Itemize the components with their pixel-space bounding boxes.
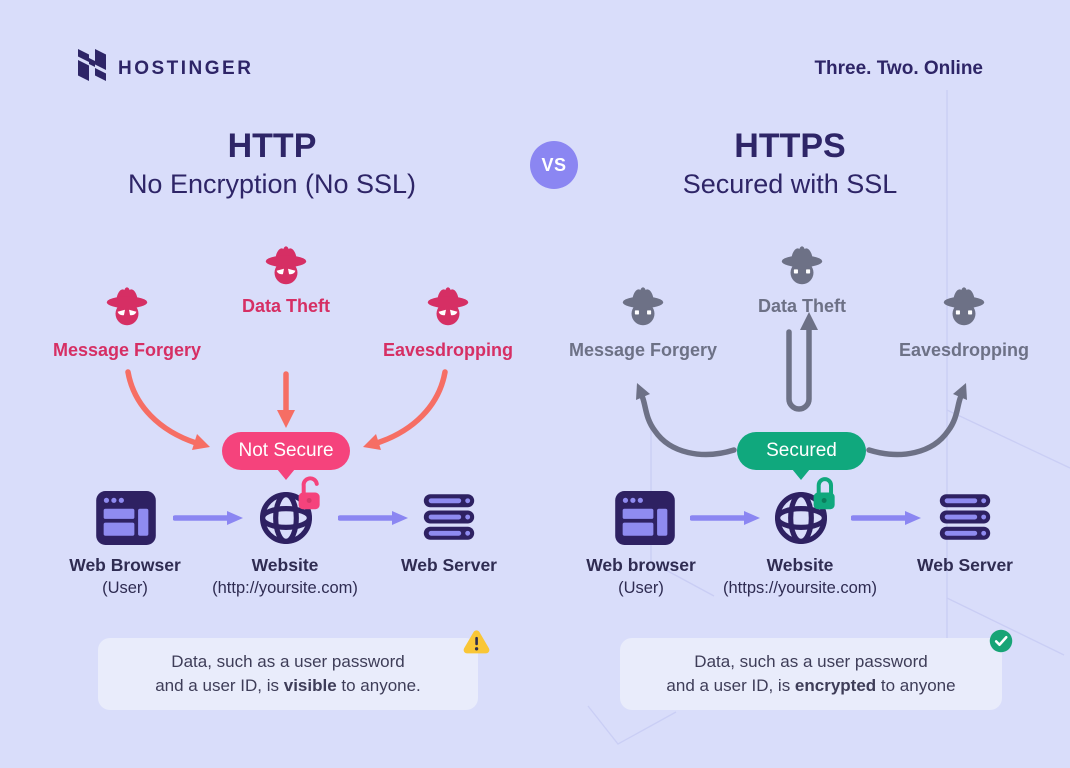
spy-hat-icon: [427, 287, 469, 326]
check-circle-icon: [989, 629, 1013, 653]
note-card-https: Data, such as a user password and a user…: [620, 638, 1002, 710]
note-line-2: and a user ID, is encrypted to anyone: [666, 676, 956, 695]
note-line-1: Data, such as a user password: [171, 652, 405, 671]
note-line-2: and a user ID, is visible to anyone.: [155, 676, 421, 695]
spy-hat-icon: [943, 287, 985, 326]
note-line-1: Data, such as a user password: [694, 652, 928, 671]
secured-badge-tail: [792, 469, 810, 480]
device-sublabel: (User): [102, 579, 148, 597]
deflected-arrows: [636, 312, 967, 458]
device-label: Web Browser: [69, 555, 181, 575]
tagline-text: Three. Two. Online: [814, 58, 983, 79]
server-stack-icon: [939, 494, 991, 540]
not-secure-badge: Not Secure: [222, 432, 350, 470]
threat-label-data-theft: Data Theft: [241, 296, 331, 316]
web-browser-icon: [615, 491, 675, 545]
device-label: Web Server: [917, 555, 1013, 575]
http-heading: HTTP No Encryption (No SSL): [70, 126, 474, 202]
spy-hat-icon: [106, 287, 148, 326]
flow-arrow: [851, 511, 921, 525]
secured-badge: Secured: [737, 432, 866, 470]
flow-arrow: [338, 511, 408, 525]
https-subtitle: Secured with SSL: [682, 169, 898, 199]
device-sublabel: (User): [618, 579, 664, 597]
device-sublabel: (http://yoursite.com): [212, 579, 358, 597]
not-secure-badge-tail: [277, 469, 295, 480]
device-label: Web browser: [586, 555, 696, 575]
server-stack-icon: [423, 494, 475, 540]
spy-hat-icon: [622, 287, 664, 326]
device-label: Web Server: [401, 555, 497, 575]
https-heading: HTTPS Secured with SSL: [590, 126, 990, 202]
hostinger-logo-icon: [78, 49, 106, 81]
flow-arrow: [173, 511, 243, 525]
decorative-lines: [587, 90, 1070, 745]
http-subtitle: No Encryption (No SSL): [127, 169, 417, 199]
threat-label-data-theft: Data Theft: [757, 296, 847, 316]
note-card-http: Data, such as a user password and a user…: [98, 638, 478, 710]
threat-label-eavesdropping: Eavesdropping: [898, 340, 1030, 360]
http-title: HTTP: [227, 127, 317, 165]
threat-label-eavesdropping: Eavesdropping: [382, 340, 514, 360]
spy-hat-icon: [781, 246, 823, 285]
spy-hat-icon: [265, 246, 307, 285]
device-label: Website: [766, 555, 834, 575]
open-padlock-icon: [298, 476, 320, 510]
brand-text: HOSTINGER: [118, 58, 254, 79]
closed-padlock-icon: [813, 477, 835, 510]
web-browser-icon: [96, 491, 156, 545]
flow-arrow: [690, 511, 760, 525]
vs-badge: VS: [530, 141, 578, 189]
https-title: HTTPS: [734, 127, 846, 165]
website-globe-icon: [259, 491, 313, 545]
website-globe-icon: [774, 491, 828, 545]
device-sublabel: (https://yoursite.com): [722, 579, 878, 597]
warning-icon: [463, 630, 490, 654]
threat-label-message-forgery: Message Forgery: [568, 340, 718, 360]
threat-label-message-forgery: Message Forgery: [52, 340, 202, 360]
device-label: Website: [251, 555, 319, 575]
attack-arrows: [125, 369, 448, 450]
